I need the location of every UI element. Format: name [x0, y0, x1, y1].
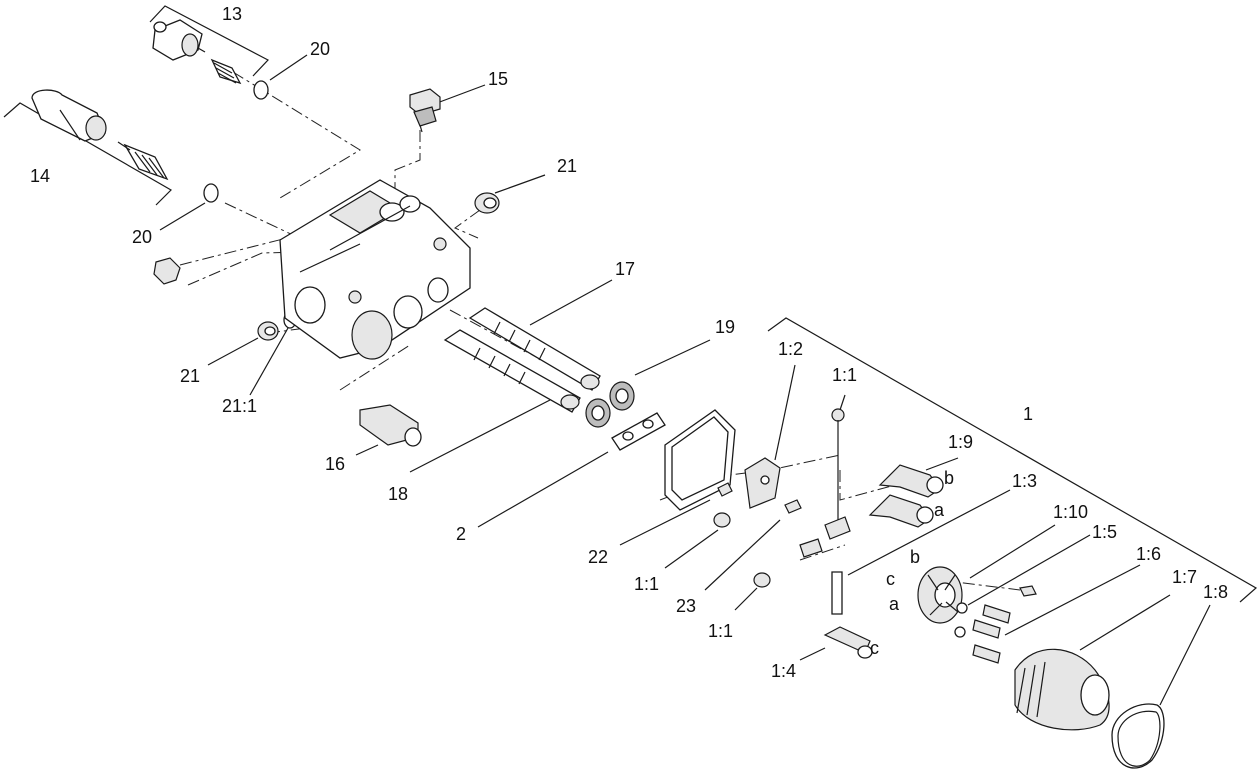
part-1-10-hub	[917, 566, 963, 624]
callout-1-1-mid: 1:1	[634, 574, 659, 594]
part-1-8-ring	[1111, 703, 1165, 769]
callout-19: 19	[715, 317, 735, 337]
part-1-6-screw	[972, 644, 1001, 664]
callout-1-5: 1:5	[1092, 522, 1117, 542]
part-1-5-screws	[954, 602, 1011, 639]
bracket-1	[767, 317, 1258, 603]
callout-16: 16	[325, 454, 345, 474]
callout-1-1-top: 1:1	[832, 365, 857, 385]
part-1-1-nut-a	[713, 512, 731, 528]
part-15-plug	[409, 88, 441, 133]
callout-21-top: 21	[557, 156, 577, 176]
leader-lines	[159, 54, 1211, 706]
callout-1-4: 1:4	[771, 661, 796, 681]
callout-a-hub: a	[889, 594, 900, 614]
callout-18: 18	[388, 484, 408, 504]
callout-b-hub: b	[910, 547, 920, 567]
part-21-plug-lower	[257, 321, 279, 341]
callout-22: 22	[588, 547, 608, 567]
part-18-spool	[443, 329, 581, 413]
callout-2: 2	[456, 524, 466, 544]
callout-1-9: 1:9	[948, 432, 973, 452]
part-21-plug-left	[153, 257, 181, 285]
part-13-cap	[152, 19, 206, 61]
part-22-screw	[717, 482, 733, 497]
callout-1-7: 1:7	[1172, 567, 1197, 587]
part-1-2-bracket	[744, 457, 781, 509]
part-13-spring	[210, 58, 242, 85]
callout-21-left: 21	[180, 366, 200, 386]
callout-1-3: 1:3	[1012, 471, 1037, 491]
callout-1-10: 1:10	[1053, 502, 1088, 522]
part-16-relief-valve	[359, 404, 422, 447]
part-1-9-ball-joints	[868, 464, 944, 528]
part-17-spool	[468, 307, 601, 391]
bracket-13	[149, 5, 269, 77]
callout-20-mid: 20	[132, 227, 152, 247]
part-1-3-lever	[799, 516, 851, 615]
callout-15: 15	[488, 69, 508, 89]
part-23-screw	[784, 499, 802, 514]
part-2-plate	[611, 412, 666, 451]
part-1-4-rod-end	[823, 626, 873, 659]
callout-1-2: 1:2	[778, 339, 803, 359]
callout-c-hub: c	[886, 569, 895, 589]
part-20-oring-top	[253, 80, 269, 100]
callout-b-right: b	[944, 468, 954, 488]
part-1-1-nut-b	[753, 572, 771, 588]
part-20-oring-mid	[203, 183, 219, 203]
callout-1: 1	[1023, 404, 1033, 424]
part-1-7-boot	[1014, 648, 1110, 731]
callout-1-8: 1:8	[1203, 582, 1228, 602]
part-1-1-nut-top	[831, 408, 845, 422]
part-14-spring	[117, 141, 169, 181]
callout-21-1: 21:1	[222, 396, 257, 416]
callout-c-rod-end: c	[870, 638, 879, 658]
part-14-cap	[31, 89, 107, 142]
callout-20-top: 20	[310, 39, 330, 59]
part-19-seals	[585, 381, 635, 428]
callout-a-right: a	[934, 500, 945, 520]
callout-23: 23	[676, 596, 696, 616]
bracket-14	[3, 102, 172, 206]
part-21-plug-right	[474, 192, 500, 214]
small-plug	[1019, 585, 1037, 597]
valve-body	[279, 179, 471, 360]
callout-13: 13	[222, 4, 242, 24]
callout-1-6: 1:6	[1136, 544, 1161, 564]
gasket-frame	[664, 409, 736, 511]
callout-17: 17	[615, 259, 635, 279]
callout-1-1-bottom: 1:1	[708, 621, 733, 641]
callout-14: 14	[30, 166, 50, 186]
